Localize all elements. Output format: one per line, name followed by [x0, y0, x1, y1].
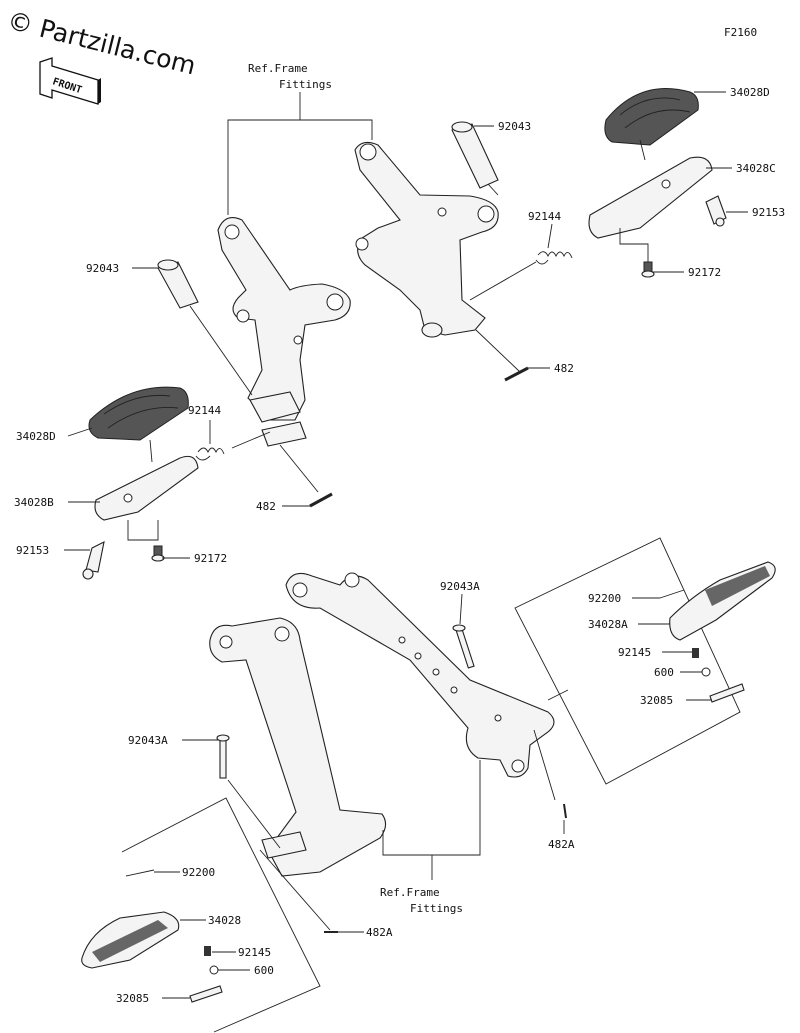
plate-32085-left: [189, 985, 223, 1003]
pin-92043-left: [157, 259, 199, 309]
ball-600-right: [701, 667, 711, 677]
pin-482-left: [309, 492, 333, 508]
spring-92144-left: [195, 447, 225, 461]
spring-92145-left: [204, 946, 211, 956]
plate-32085-right: [709, 683, 745, 703]
watermark: © Partzilla.com: [5, 6, 199, 81]
part-label-34028C: 34028C: [736, 162, 776, 175]
part-label-92200-left: 92200: [182, 866, 215, 879]
ref-frame-label-top-2: Fittings: [279, 78, 332, 91]
footpeg-rubber-34028D-right: [604, 88, 699, 146]
part-label-92144-right: 92144: [528, 210, 561, 223]
footpeg-34028A: [669, 561, 776, 641]
ref-frame-label-bottom-2: Fittings: [410, 902, 463, 915]
part-label-34028D-left: 34028D: [16, 430, 56, 443]
part-label-92172-right: 92172: [688, 266, 721, 279]
part-label-482-left: 482: [256, 500, 276, 513]
footpeg-34028: [81, 911, 180, 969]
footpeg-34028C: [588, 156, 713, 239]
part-label-482-right: 482: [554, 362, 574, 375]
ball-600-left: [209, 965, 219, 975]
part-label-92043-right: 92043: [498, 120, 531, 133]
part-label-32085-left: 32085: [116, 992, 149, 1005]
part-label-600-right: 600: [654, 666, 674, 679]
part-label-600-left: 600: [254, 964, 274, 977]
part-label-92043A-right: 92043A: [440, 580, 480, 593]
part-label-34028D-right: 34028D: [730, 86, 770, 99]
ref-frame-bracket-top: [227, 92, 373, 215]
part-label-32085-right: 32085: [640, 694, 673, 707]
figure-code: F2160: [724, 26, 757, 39]
assembly-outline-left: [121, 797, 321, 1033]
washer-92200-left: [125, 869, 155, 877]
footrest-bracket-left: [217, 217, 351, 421]
ref-frame-label-top-1: Ref.Frame: [248, 62, 308, 75]
ref-frame-label-bottom-1: Ref.Frame: [380, 886, 440, 899]
spring-92144-right: [535, 251, 573, 265]
part-label-92144-left: 92144: [188, 404, 221, 417]
passenger-bracket-left: [209, 617, 387, 877]
part-label-92172-left: 92172: [194, 552, 227, 565]
front-arrow-icon: [39, 57, 101, 105]
bolt-92172-right: [641, 261, 655, 278]
part-label-92200-right: 92200: [588, 592, 621, 605]
ref-frame-bracket-bottom: [382, 760, 481, 880]
part-label-482A-right: 482A: [548, 838, 575, 851]
part-label-92153-right: 92153: [752, 206, 785, 219]
footpeg-34028B: [94, 455, 199, 521]
pin-92043-right: [451, 121, 499, 189]
part-label-92145-right: 92145: [618, 646, 651, 659]
pin-92043A-right: [452, 624, 475, 669]
pin-482-right: [504, 366, 529, 382]
part-label-34028B: 34028B: [14, 496, 54, 509]
pivot-left: [249, 391, 307, 447]
part-label-92043-left: 92043: [86, 262, 119, 275]
footpeg-rubber-34028D-left: [88, 386, 189, 441]
bolt-92153-right: [705, 195, 727, 227]
bolt-92172-left: [151, 545, 165, 562]
spring-92145-right: [692, 648, 699, 658]
assembly-outline-right: [514, 537, 741, 785]
washer-92200-right: [659, 589, 685, 599]
part-label-92043A-left: 92043A: [128, 734, 168, 747]
footrest-bracket-right: [354, 141, 499, 338]
pin-92043A-left: [216, 734, 230, 779]
part-label-34028: 34028: [208, 914, 241, 927]
passenger-bracket-right: [285, 572, 555, 778]
pin-482A-right: [563, 803, 567, 819]
bolt-92153-left: [82, 541, 105, 580]
part-label-34028A: 34028A: [588, 618, 628, 631]
part-label-92153-left: 92153: [16, 544, 49, 557]
leader-lines: [64, 91, 748, 999]
part-label-92145-left: 92145: [238, 946, 271, 959]
part-label-482A-left: 482A: [366, 926, 393, 939]
